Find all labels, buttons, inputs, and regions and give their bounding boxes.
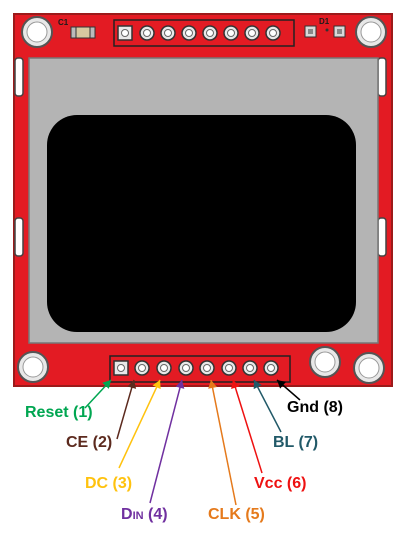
bottom-header-pin-1 (113, 360, 129, 376)
top-header-pin-7 (244, 25, 260, 41)
pin-label-clk: CLK (5) (208, 506, 265, 523)
arrowhead-pin-2 (127, 380, 137, 389)
bottom-header-pin-7 (242, 360, 258, 376)
pin-label-vcc: Vcc (6) (254, 475, 307, 492)
pin-label-gnd: Gnd (8) (287, 399, 343, 416)
top-header-pin-8 (265, 25, 281, 41)
top-header-pin-5 (202, 25, 218, 41)
pin-label-bl: BL (7) (273, 434, 319, 451)
arrowhead-pin-5 (208, 380, 217, 389)
top-header-pin-3 (160, 25, 176, 41)
capacitor-c1 (70, 26, 96, 39)
leader-line-pin-4 (149, 379, 183, 504)
leader-line-pin-2 (116, 379, 135, 440)
side-clip-left-top (14, 57, 24, 97)
mounting-hole-bottom-right (353, 352, 385, 384)
arrowhead-pin-6 (231, 380, 240, 389)
top-header-pin-1 (117, 25, 133, 41)
mounting-hole-top-left (21, 16, 53, 48)
display-screen (47, 115, 356, 332)
bottom-pin-header (109, 355, 291, 383)
pin-label-din-sub: IN (132, 510, 144, 522)
pin-label-din: DIN (4) (121, 505, 168, 526)
leader-line-pin-6 (232, 379, 263, 474)
arrowhead-pin-7 (253, 380, 262, 390)
mounting-hole-bottom-mid (309, 346, 341, 378)
top-header-pin-6 (223, 25, 239, 41)
arrowhead-pin-3 (152, 380, 161, 390)
bottom-header-pin-6 (221, 360, 237, 376)
leader-line-pin-5 (210, 379, 237, 506)
pin-label-din-main: D (121, 506, 133, 523)
arrowhead-pin-4 (175, 380, 185, 389)
leader-line-pin-7 (253, 379, 282, 433)
leader-line-pin-3 (118, 379, 161, 469)
pin-label-reset: Reset (1) (25, 404, 93, 421)
silkscreen-d1: D1 (319, 17, 330, 26)
pin-label-din-tail: (4) (143, 506, 168, 523)
side-clip-right-bottom (377, 217, 387, 257)
led-d1 (304, 25, 346, 38)
bottom-header-pin-8 (263, 360, 279, 376)
mounting-hole-bottom-left (17, 351, 49, 383)
silkscreen-c1: C1 (58, 18, 69, 27)
top-header-pin-2 (139, 25, 155, 41)
top-header-pin-4 (181, 25, 197, 41)
side-clip-left-bottom (14, 217, 24, 257)
pin-label-ce: CE (2) (66, 434, 113, 451)
side-clip-right-top (377, 57, 387, 97)
arrowhead-pin-1 (102, 380, 111, 389)
bottom-header-pin-5 (199, 360, 215, 376)
bottom-header-pin-4 (178, 360, 194, 376)
mounting-hole-top-right (355, 16, 387, 48)
arrowhead-pin-8 (277, 380, 286, 389)
top-pin-header (113, 19, 295, 47)
pin-label-dc: DC (3) (85, 475, 133, 492)
bottom-header-pin-3 (156, 360, 172, 376)
bottom-header-pin-2 (134, 360, 150, 376)
